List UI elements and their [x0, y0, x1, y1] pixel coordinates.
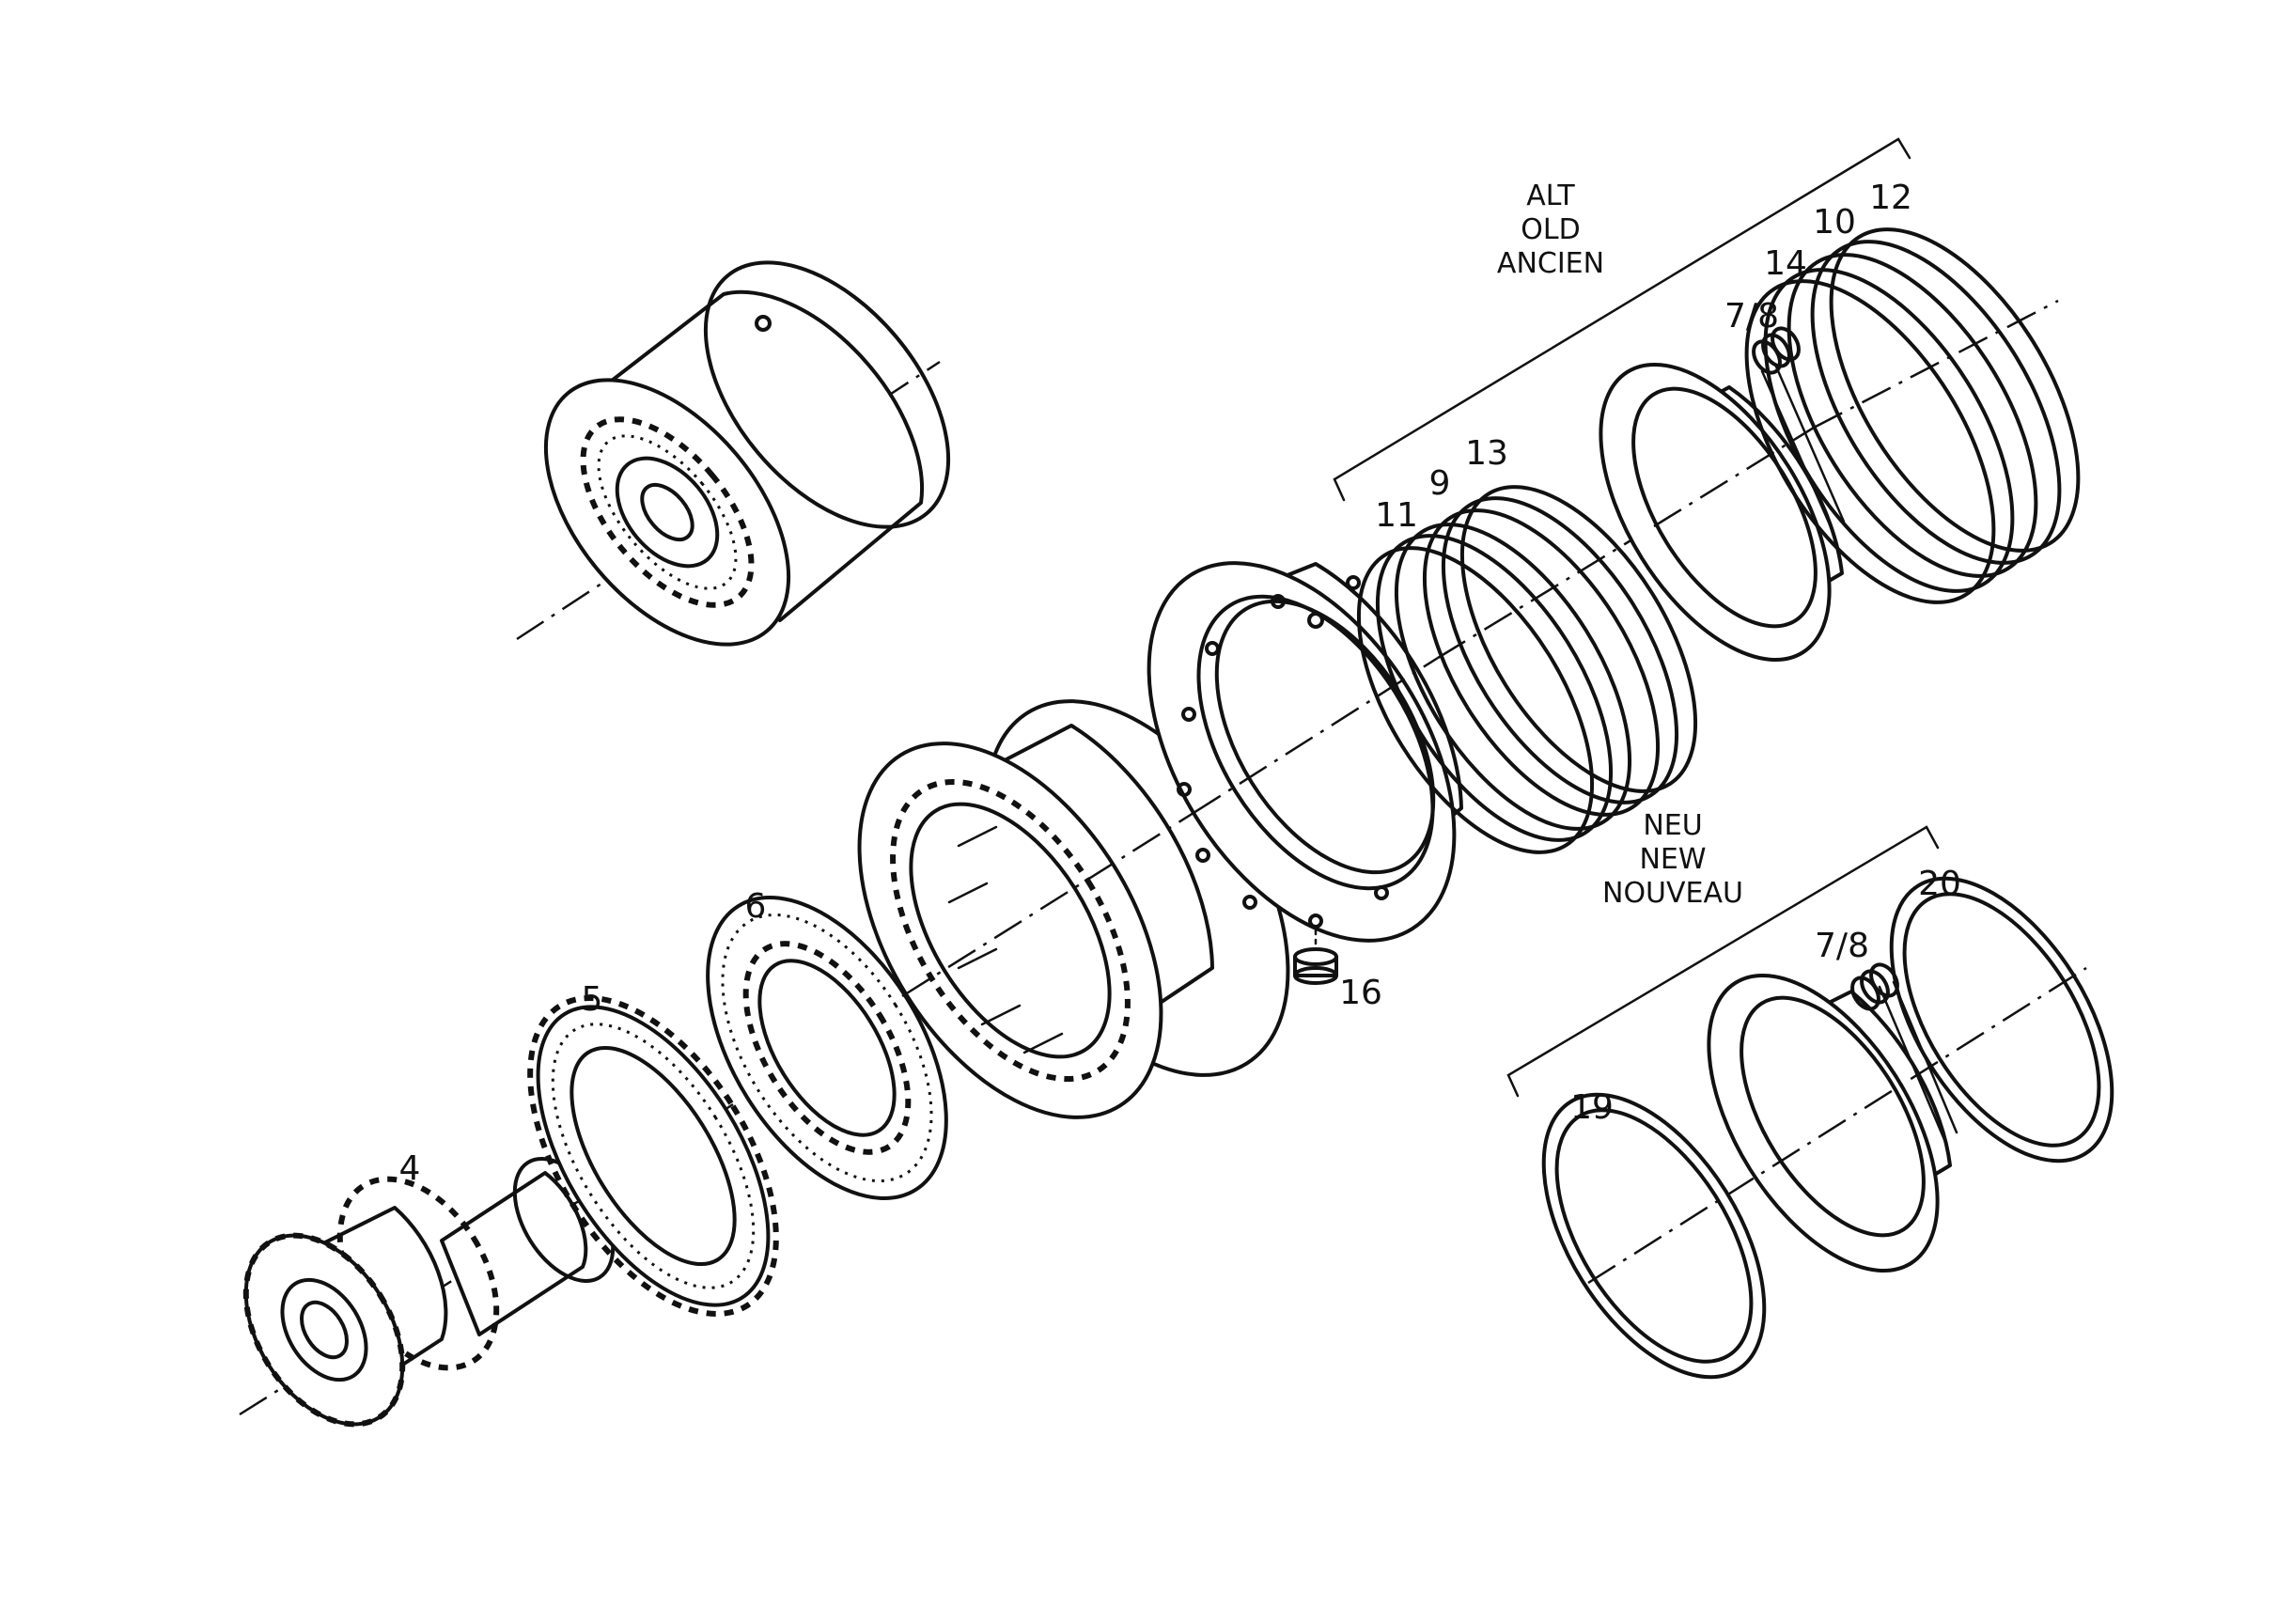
- callout-7-8-old: 7/8: [1724, 297, 1779, 336]
- callout-19: 19: [1570, 1088, 1614, 1127]
- old-group-label-ancien: ANCIEN: [1497, 247, 1604, 280]
- old-seal-rings-11-9-13: [1356, 485, 1698, 854]
- callout-5: 5: [582, 980, 603, 1019]
- callout-10: 10: [1813, 203, 1856, 242]
- callout-6: 6: [745, 887, 767, 926]
- new-group-bracket: [1506, 825, 1940, 1098]
- new-piston-7-8: [1707, 962, 1958, 1273]
- old-group-label-old: OLD: [1521, 213, 1580, 246]
- new-group-label-neu: NEU: [1643, 809, 1702, 842]
- assembled-clutch-unit: [516, 260, 951, 647]
- callout-7-8-new: 7/8: [1815, 927, 1869, 965]
- old-group-bracket: [1333, 137, 1911, 502]
- callout-11: 11: [1375, 496, 1418, 535]
- callout-14: 14: [1764, 244, 1807, 283]
- old-piston-7-8: [1599, 326, 1846, 663]
- part-16-plug: [1293, 929, 1338, 985]
- part-4-gear-shaft: [239, 1149, 659, 1428]
- callout-20: 20: [1918, 865, 1961, 903]
- callout-13: 13: [1465, 434, 1508, 473]
- outer-splined-drum: [857, 699, 1290, 1119]
- new-seal-ring-19: [1541, 1092, 1767, 1380]
- part-5-friction-disc: [527, 994, 779, 1318]
- part-6-inner-disc: [706, 896, 948, 1200]
- old-seal-rings-10-12: [1744, 227, 2081, 604]
- callout-4: 4: [399, 1149, 421, 1188]
- old-group-label-alt: ALT: [1526, 180, 1575, 212]
- new-group-label-nouveau: NOUVEAU: [1602, 877, 1743, 910]
- callout-16: 16: [1339, 974, 1382, 1012]
- new-group-label-new: NEW: [1639, 843, 1706, 876]
- callout-12: 12: [1869, 179, 1912, 217]
- callout-9: 9: [1429, 464, 1451, 503]
